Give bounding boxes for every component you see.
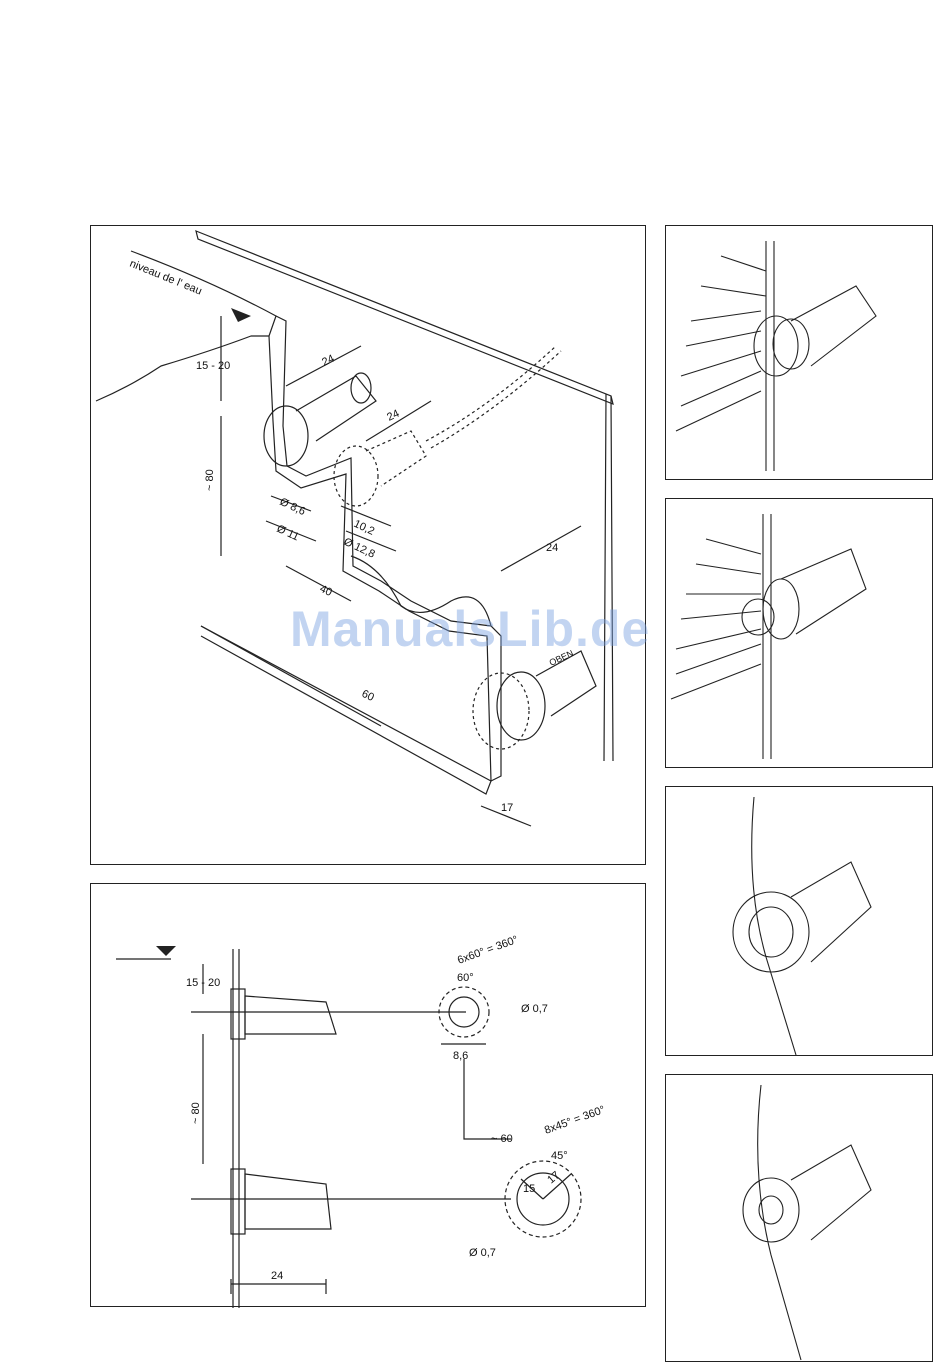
section-depth-24: 24 <box>271 1270 283 1282</box>
dim-24-right-label: 24 <box>546 542 558 554</box>
small-hole-dia: Ø 0,7 <box>521 1003 548 1015</box>
detail-drawing-1 <box>666 226 934 481</box>
water-level-marker <box>231 308 251 322</box>
nozzle-flange-3 <box>733 892 809 972</box>
upper-nozzle-section <box>245 996 336 1034</box>
dim-spacing-80: ~ 80 <box>204 469 216 491</box>
lower-nozzle-flange <box>497 672 545 740</box>
dim-dia-8-6: Ø 8,6 <box>278 496 307 518</box>
dim-depth-range: 15 - 20 <box>196 360 230 372</box>
watermark: ManualsLib.de <box>290 600 650 658</box>
detail-panel-4 <box>665 1074 933 1362</box>
wall-section-3 <box>752 797 796 1055</box>
wall-section <box>233 949 239 1308</box>
detail-drawing-3 <box>666 787 934 1057</box>
section-spacing-80: ~ 80 <box>190 1102 202 1124</box>
dim-dia-12-8: Ø 12,8 <box>342 536 377 561</box>
detail-drawing-4 <box>666 1075 934 1363</box>
small-angle: 60° <box>457 972 474 984</box>
water-level-marker-section <box>156 946 176 956</box>
detail-panel-2 <box>665 498 933 768</box>
wall-section-1 <box>766 241 774 471</box>
bolt-spacing-60: ~ 60 <box>491 1133 513 1145</box>
nozzle-body-4 <box>791 1145 871 1240</box>
section-drawing: 15 - 20 ~ 80 24 6x60° = 360° 60° Ø 0,7 8… <box>91 884 647 1308</box>
dim-dia-11: Ø 11 <box>275 523 301 544</box>
dim-60-label: 60 <box>360 688 376 704</box>
water-edge <box>96 336 269 401</box>
nozzle-flange-4 <box>743 1178 799 1242</box>
isometric-drawing: niveau de l' eau 15 - 20 ~ 80 24 24 24 Ø… <box>91 226 647 866</box>
section-depth-range: 15 - 20 <box>186 977 220 989</box>
dim-24-mid <box>366 401 431 441</box>
lower-nozzle-section <box>245 1174 331 1229</box>
nozzle-body-3 <box>791 862 871 962</box>
leader-lines-2 <box>671 539 761 699</box>
large-hole-dia: Ø 0,7 <box>469 1247 496 1259</box>
detail-panel-3 <box>665 786 933 1056</box>
nozzle-flange-1 <box>754 316 798 376</box>
water-level-label: niveau de l' eau <box>128 258 204 298</box>
section-view-panel: 15 - 20 ~ 80 24 6x60° = 360° 60° Ø 0,7 8… <box>90 883 646 1307</box>
ghost-hose <box>426 346 556 441</box>
small-bore-dia: 8,6 <box>453 1050 468 1062</box>
water-surface <box>131 251 276 336</box>
wall-section-4 <box>758 1085 801 1360</box>
dim-40 <box>286 566 351 601</box>
main-isometric-panel: niveau de l' eau 15 - 20 ~ 80 24 24 24 Ø… <box>90 225 646 865</box>
dim-24-right <box>501 526 581 571</box>
dim-17-label: 17 <box>501 802 513 814</box>
dim-40-label: 40 <box>318 583 334 599</box>
large-angle: 45° <box>551 1150 568 1162</box>
wall-right-edge <box>604 394 613 761</box>
wall-section-2 <box>763 514 771 759</box>
wall-top-edge <box>196 231 613 404</box>
detail-drawing-2 <box>666 499 934 769</box>
detail-panel-1 <box>665 225 933 480</box>
small-bolt-pattern: 6x60° = 360° <box>456 934 520 967</box>
radius-15: 15 <box>523 1183 535 1195</box>
wall-profile-inner <box>269 336 491 781</box>
leader-lines-1 <box>676 256 766 431</box>
dim-60-leader <box>464 1059 511 1139</box>
large-bolt-pattern: 8x45° = 360° <box>543 1104 607 1137</box>
nozzle-body-2 <box>781 549 866 634</box>
